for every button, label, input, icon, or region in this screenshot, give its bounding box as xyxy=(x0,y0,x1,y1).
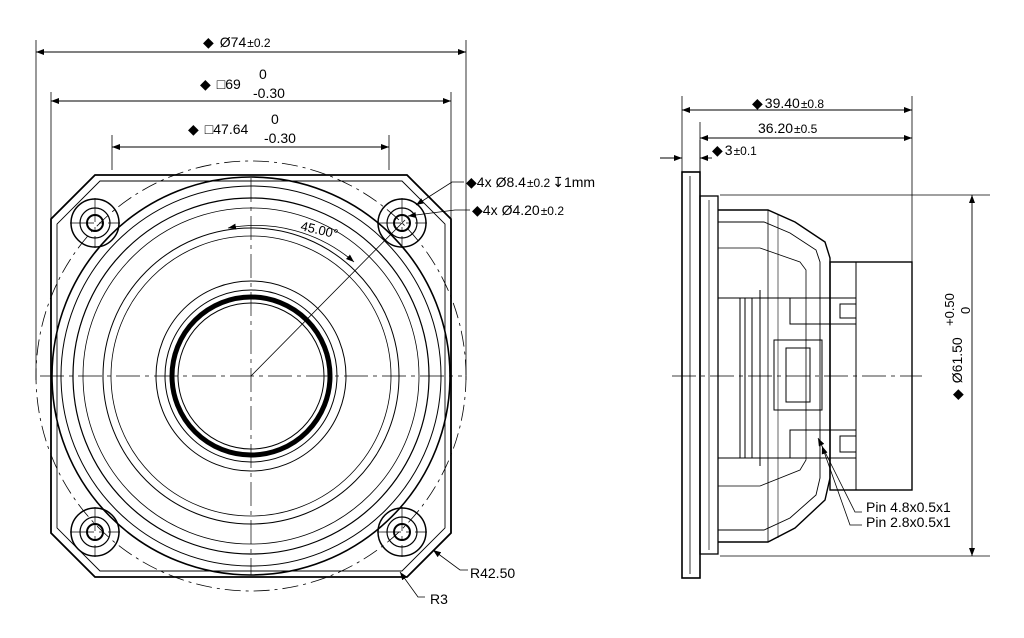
square-size-label: ◆□69 xyxy=(200,76,241,92)
pin-large-label: Pin 4.8x0.5x1 xyxy=(866,499,951,515)
diagonal-45 xyxy=(250,219,406,377)
radius-outer-label: R42.50 xyxy=(470,565,515,581)
inner-square-tol-upper: 0 xyxy=(271,111,279,127)
diameter-tol-lower: 0 xyxy=(958,307,973,314)
front-view-labels: ◆Ø74±0.2 ◆□69 0 -0.30 ◆□47.64 0 -0.30 45… xyxy=(188,34,595,607)
side-view-labels: ◆39.40±0.8 36.20±0.5 ◆3±0.1 ◆Ø61.50 +0.5… xyxy=(712,95,973,530)
angle-arc xyxy=(227,223,355,263)
diameter-label: ◆Ø61.50 xyxy=(949,337,965,400)
radius-corner-label: R3 xyxy=(430,591,448,607)
overall-depth-label: ◆39.40±0.8 xyxy=(752,95,824,111)
terminals xyxy=(718,290,857,466)
front-view xyxy=(35,40,470,598)
outer-diameter-label: ◆Ø74±0.2 xyxy=(203,34,271,50)
square-tol-lower: -0.30 xyxy=(253,85,285,101)
flange xyxy=(681,171,701,579)
inner-square-label: ◆□47.64 xyxy=(188,121,248,137)
outer-circle-dashed xyxy=(35,160,467,592)
side-view xyxy=(660,96,990,579)
square-tol-upper: 0 xyxy=(259,66,267,82)
flange-thickness-label: ◆3±0.1 xyxy=(712,142,757,158)
diameter-tol-upper: +0.50 xyxy=(942,293,957,326)
extension-lines xyxy=(35,40,467,380)
frame-inner-outline xyxy=(56,180,446,572)
body-depth-label: 36.20±0.5 xyxy=(758,120,818,136)
center-lines xyxy=(40,178,462,575)
inner-square-tol-lower: -0.30 xyxy=(264,130,296,146)
pin-small-label: Pin 2.8x0.5x1 xyxy=(866,514,951,530)
leaders xyxy=(399,181,470,598)
